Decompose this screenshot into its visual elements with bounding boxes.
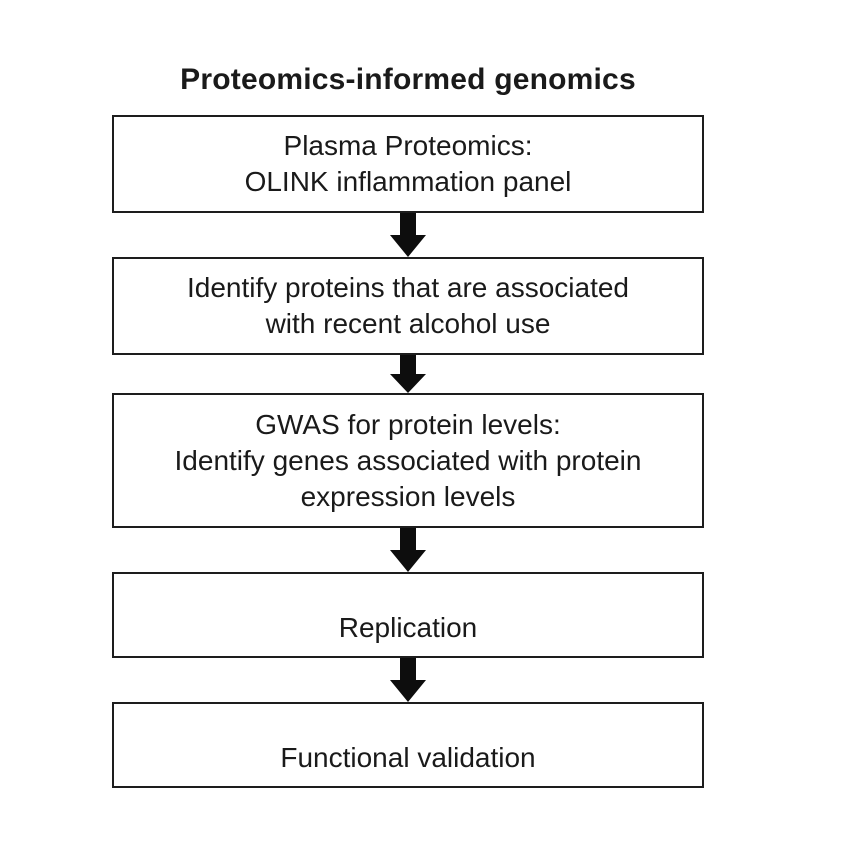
flow-step-text: OLINK inflammation panel bbox=[244, 166, 572, 197]
flow-step-replication: Replication bbox=[112, 572, 704, 658]
flow-step-plasma-proteomics: Plasma Proteomics: OLINK inflammation pa… bbox=[112, 115, 704, 213]
flow-step-identify-proteins: Identify proteins that are associated wi… bbox=[112, 257, 704, 355]
flow-step-text: with recent alcohol use bbox=[265, 308, 551, 339]
diagram-title: Proteomics-informed genomics bbox=[180, 63, 636, 96]
flow-step-text: Identify genes associated with protein bbox=[174, 444, 642, 476]
flow-step-text: GWAS for protein levels: bbox=[255, 408, 561, 440]
flow-step-text: Plasma Proteomics: bbox=[283, 130, 533, 161]
flowchart: Proteomics-informed genomics Plasma Prot… bbox=[112, 0, 704, 788]
down-arrow-icon bbox=[390, 355, 426, 393]
flow-step-text: Identify proteins that are associated bbox=[186, 272, 630, 303]
flow-step-text: Functional validation bbox=[280, 742, 536, 773]
flow-step-text: Replication bbox=[338, 612, 478, 643]
down-arrow-icon bbox=[390, 213, 426, 257]
flow-step-functional-validation: Functional validation bbox=[112, 702, 704, 788]
flow-step-text: expression levels bbox=[300, 480, 516, 512]
down-arrow-icon bbox=[390, 658, 426, 702]
down-arrow-icon bbox=[390, 528, 426, 572]
flow-step-gwas-protein-levels: GWAS for protein levels: Identify genes … bbox=[112, 393, 704, 528]
